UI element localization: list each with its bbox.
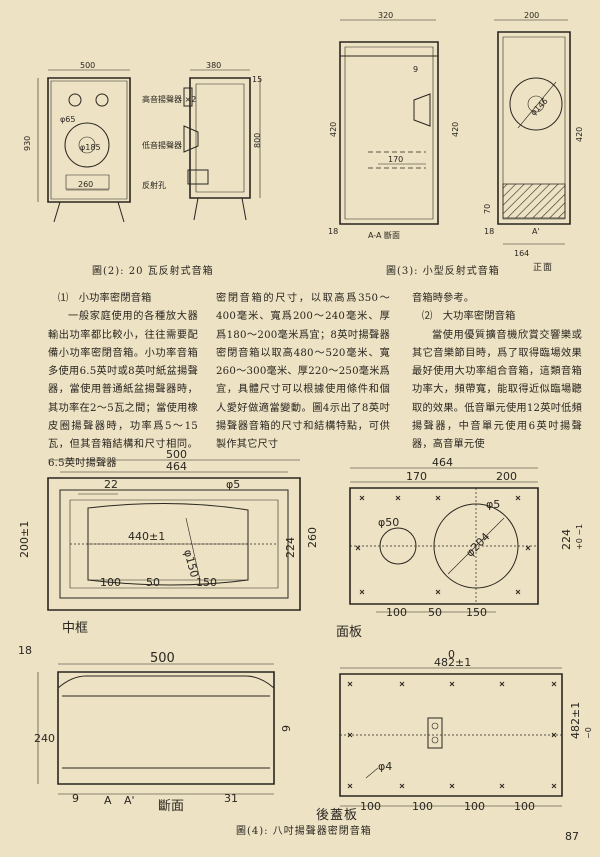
figure-2-drawing: 500 930 φ65 φ185 260 高音揚聲器 ×2 低音揚聲器 反射孔 …	[23, 61, 262, 265]
fig3-dim-200: 200	[524, 11, 539, 20]
section-dim-18: 18	[18, 644, 32, 657]
fig3-dim-420-a: 420	[329, 122, 338, 137]
fig3-dim-320: 320	[378, 11, 393, 20]
fig2-dim-500: 500	[80, 61, 95, 70]
fig2-dim-800: 800	[253, 133, 262, 148]
fig3-dim-420-c: 420	[575, 127, 584, 142]
panel-dim-200: 200	[496, 470, 517, 483]
panel-side-tolerance: +0 −1	[575, 524, 584, 550]
text-column-2: 密閉音箱的尺寸，以取高爲350～400毫米、寬爲200～240毫米、厚爲180～…	[216, 290, 390, 455]
fig2-circle-large: φ185	[80, 143, 101, 152]
panel-dim-170: 170	[406, 470, 427, 483]
back-dim-482-v: 482±1	[569, 702, 582, 739]
section-mark-a-prime: A'	[124, 794, 135, 807]
frame-dim-50: 50	[146, 576, 160, 589]
frame-dim-440: 440±1	[128, 530, 165, 543]
frame-dim-464: 464	[166, 460, 187, 473]
section-dim-31: 31	[224, 792, 238, 805]
panel-dim-150: 150	[466, 606, 487, 619]
fig3-mark-a: A'	[532, 227, 540, 236]
paragraph-small-box-continued: 密閉音箱的尺寸，以取高爲350～400毫米、寬爲200～240毫米、厚爲180～…	[216, 293, 390, 451]
figure-3-front-label: 正面	[533, 263, 554, 273]
frame-dim-100: 100	[100, 576, 121, 589]
frame-dim-150: 150	[196, 576, 217, 589]
panel-dim-50: 50	[428, 606, 442, 619]
figure-3-drawing: 320 9 420 420 170 18 A-A 斷面 200 φ146 70 …	[328, 11, 584, 258]
figure-4-caption: 圖(4): 八吋揚聲器密閉音箱	[236, 826, 372, 837]
figure-4-section-drawing: 18 500 240 9 9 A A' 斷面 31	[18, 644, 293, 814]
back-dim-100-4: 100	[514, 800, 535, 813]
text-column-1: ⑴ 小功率密閉音箱 一般家庭使用的各種放大器輸出功率都比較小，往往需要配備小功率…	[48, 290, 198, 473]
text-column-3: 音箱時參考。 ⑵ 大功率密閉音箱 當使用優質擴音機欣賞交響樂或其它音樂節目時，爲…	[412, 290, 582, 455]
fig3-dim-170: 170	[388, 155, 403, 164]
fig2-label-port: 反射孔	[142, 180, 166, 190]
back-hole-label: φ4	[378, 760, 392, 773]
section-dim-9-b: 9	[72, 792, 79, 805]
fig3-dim-70: 70	[483, 204, 492, 214]
frame-dim-200: 200±1	[18, 521, 31, 558]
panel-dim-224: 224	[560, 529, 573, 550]
section-title: 斷面	[158, 799, 184, 814]
fig3-dim-9: 9	[413, 65, 418, 74]
fig3-dim-18-a: 18	[328, 227, 338, 236]
back-dim-100-3: 100	[464, 800, 485, 813]
fig2-dim-15: 15	[252, 75, 262, 84]
frame-dim-22: 22	[104, 478, 118, 491]
figure-4-back-drawing: 0 482±1 φ4 482±1 −0 100 100 100 100	[330, 648, 593, 813]
panel-hole-label: φ5	[486, 498, 500, 511]
section-mark-a: A	[104, 794, 112, 807]
fig2-dim-260: 260	[78, 180, 93, 189]
fig2-label-woofer: 低音揚聲器	[142, 140, 182, 150]
panel-dim-100: 100	[386, 606, 407, 619]
frame-hole-label: φ5	[226, 478, 240, 491]
fig2-dim-380: 380	[206, 61, 221, 70]
fig3-dim-420-b: 420	[451, 122, 460, 137]
panel-dim-464: 464	[432, 456, 453, 469]
frame-dim-500: 500	[166, 448, 187, 461]
fig3-section-label: A-A 斷面	[368, 230, 400, 240]
fig3-dim-18-b: 18	[484, 227, 494, 236]
section-dim-9: 240	[34, 732, 55, 745]
panel-circle-small: φ50	[378, 516, 399, 529]
panel-title: 面板	[336, 625, 362, 640]
frame-title: 中框	[62, 621, 88, 636]
back-dim-482-h: 482±1	[434, 656, 471, 669]
back-side-tolerance: −0	[584, 727, 593, 739]
fig3-dim-164: 164	[514, 249, 529, 258]
fig2-label-tweeter: 高音揚聲器 ×2	[142, 94, 196, 104]
fig2-dim-930: 930	[23, 136, 32, 151]
fig2-circle-small: φ65	[60, 115, 75, 124]
panel-circle-large: φ204	[463, 530, 492, 559]
section-dim-500: 500	[150, 651, 175, 666]
paragraph-lead: 音箱時參考。	[412, 293, 475, 304]
paragraph-large-box: 當使用優質擴音機欣賞交響樂或其它音樂節目時，爲了取得臨場效果最好使用大功率組合音…	[412, 329, 582, 451]
back-top-tolerance: 0	[448, 648, 455, 661]
paragraph-small-box: 一般家庭使用的各種放大器輸出功率都比較小，往往需要配備小功率密閉音箱。小功率音箱…	[48, 311, 198, 469]
back-dim-100-1: 100	[360, 800, 381, 813]
frame-dim-260: 260	[306, 527, 319, 548]
page-number: 87	[565, 830, 579, 843]
section-heading-large-box: ⑵ 大功率密閉音箱	[422, 311, 516, 323]
figure-4-panel-drawing: 464 170 200 φ50 φ204 φ5 224 +0 −1 100 50…	[336, 456, 584, 640]
section-dim-240: 9	[280, 725, 293, 732]
figure-4-frame-drawing: 500 464 22 φ5 440±1 φ150 200±1 224 260 1…	[18, 448, 319, 636]
section-heading-small-box: ⑴ 小功率密閉音箱	[58, 293, 152, 304]
frame-dim-204: φ150	[181, 548, 201, 579]
fig3-circle: φ146	[529, 96, 550, 117]
back-dim-100-2: 100	[412, 800, 433, 813]
frame-dim-224: 224	[284, 537, 297, 558]
figure-3-caption: 圖(3): 小型反射式音箱	[386, 266, 500, 277]
back-title: 後蓋板	[316, 808, 359, 823]
figure-2-caption: 圖(2): 20 瓦反射式音箱	[92, 266, 214, 277]
